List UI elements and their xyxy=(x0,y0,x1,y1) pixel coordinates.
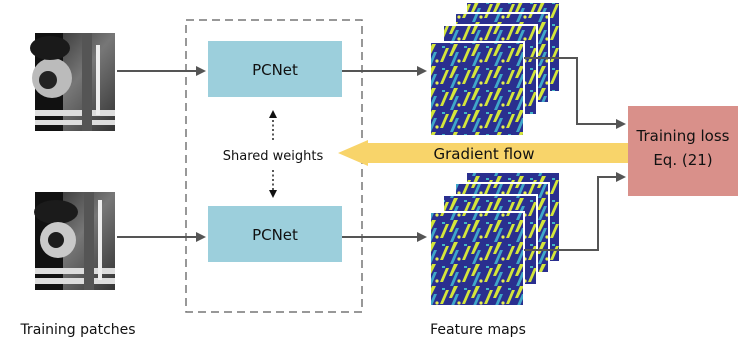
pcnet-top-block: PCNet xyxy=(208,41,342,97)
caption-feature-maps: Feature maps xyxy=(430,322,526,338)
shared-weights-label: Shared weights xyxy=(223,149,324,164)
training-patch-top xyxy=(30,33,115,131)
pcnet-top-label: PCNet xyxy=(252,61,298,79)
shared-weights-group: Shared weights xyxy=(223,110,324,198)
training-patch-bottom xyxy=(34,192,115,290)
feature-maps-bottom-stack xyxy=(429,171,561,307)
training-loss-block: Training loss Eq. (21) xyxy=(628,106,738,196)
gradient-flow-arrow: Gradient flow xyxy=(338,140,630,166)
pcnet-bottom-label: PCNet xyxy=(252,226,298,244)
arrow-features-top-to-loss xyxy=(524,57,626,129)
arrow-features-bottom-to-loss xyxy=(524,172,626,251)
training-loss-equation: Eq. (21) xyxy=(653,151,712,169)
pcnet-bottom-block: PCNet xyxy=(208,206,342,262)
caption-training-patches: Training patches xyxy=(19,322,135,338)
feature-maps-top-stack xyxy=(429,1,561,137)
training-loss-label: Training loss xyxy=(636,127,730,145)
gradient-flow-label: Gradient flow xyxy=(434,145,535,163)
